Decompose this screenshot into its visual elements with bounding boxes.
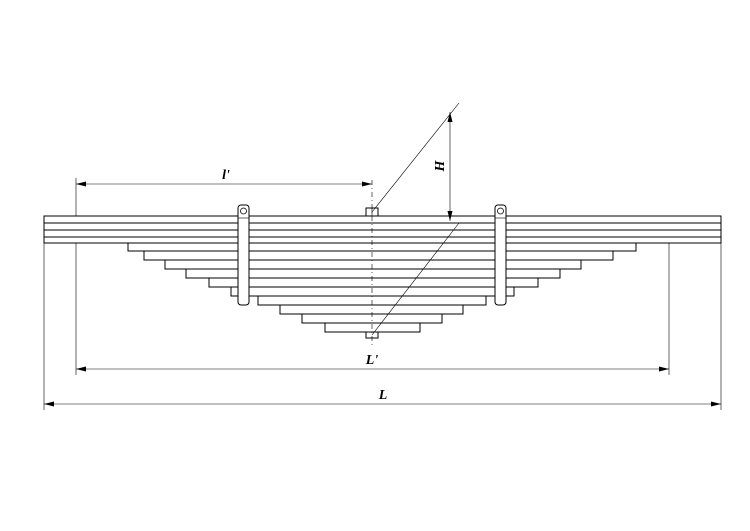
working-length-label: L' [365,353,379,368]
leaf-9 [208,277,539,288]
left-clip [237,204,250,306]
leaf-10 [230,286,515,297]
leaf-1 [43,215,722,224]
total-length-label: L [378,388,388,403]
right-clip [494,204,507,306]
leaf-2 [43,222,722,231]
leaf-14 [324,322,421,333]
height-leader-top [371,102,460,213]
total-length-arrow-left [44,401,54,407]
leaf-6 [143,250,614,261]
left-clip-bar [237,204,250,306]
leaf-5 [127,242,637,252]
leaf-7 [164,259,582,270]
total-length-arrow-right [711,401,721,407]
half-length-label: l' [222,168,230,183]
right-clip-bar [494,204,507,306]
height-label: H [433,159,448,172]
leaf-3 [43,229,722,238]
half-length-arrow-left [76,181,86,187]
leaf-12 [279,304,464,315]
working-length-arrow-right [659,366,669,372]
height-arrow-bottom [447,211,453,221]
leaf-4 [43,236,722,244]
height-leader-bottom [371,222,460,336]
leaf-stack [43,215,722,333]
working-length-arrow-left [76,366,86,372]
height-arrow-top [447,112,453,122]
half-length-arrow-right [362,181,372,187]
